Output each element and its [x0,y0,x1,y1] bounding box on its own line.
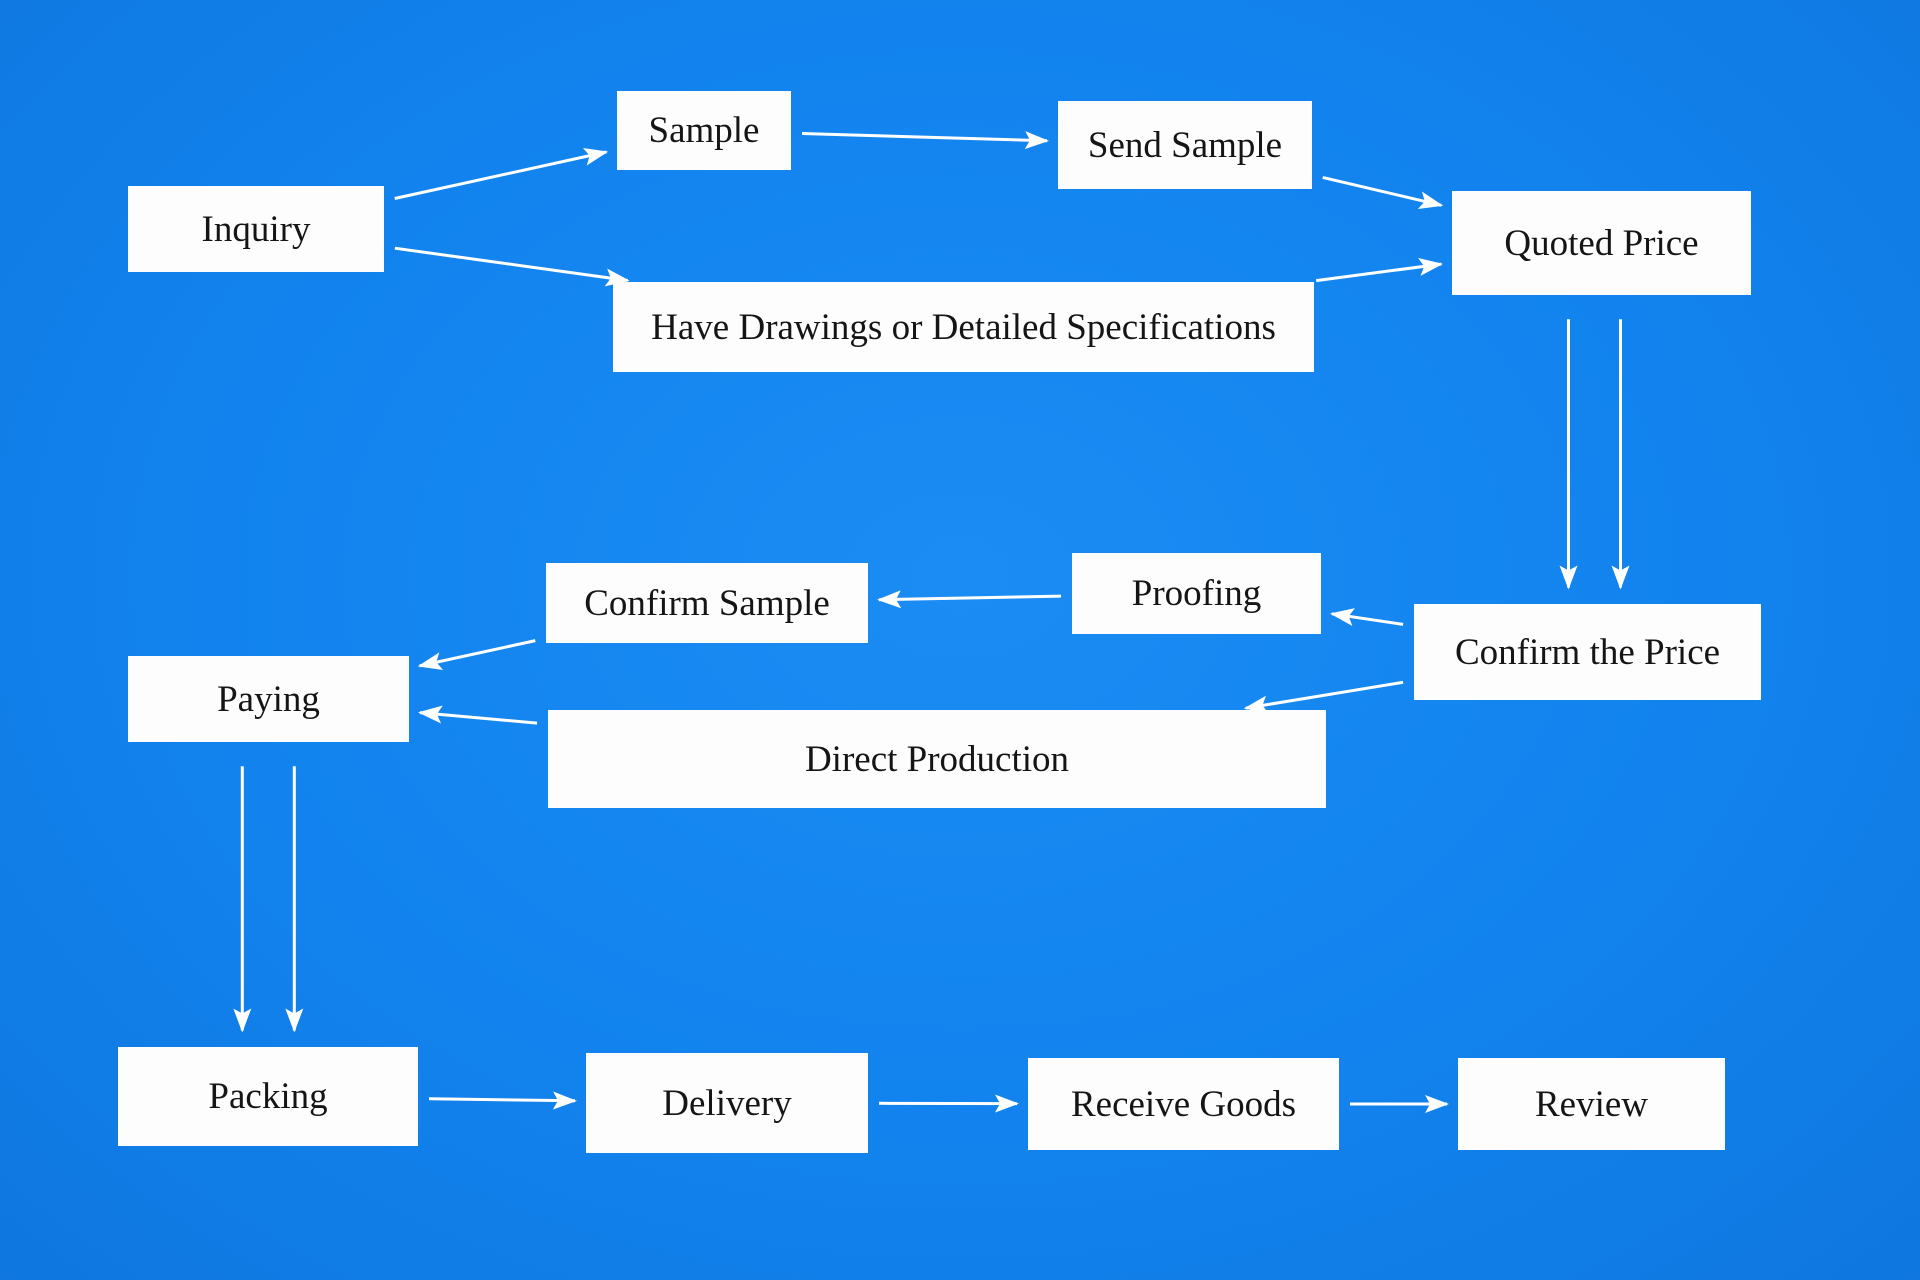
node-proofing-label: Proofing [1131,573,1262,614]
node-receive-goods: Receive Goods [1028,1058,1339,1150]
arrow-confirm-price-to-proofing [1329,608,1404,626]
node-packing: Packing [118,1047,418,1146]
node-quoted-price: Quoted Price [1452,191,1751,295]
node-confirm-sample-label: Confirm Sample [584,582,830,624]
arrow-direct-production-to-paying [418,705,538,725]
node-confirm-price: Confirm the Price [1414,604,1761,700]
node-direct-production-label: Direct Production [804,738,1070,780]
node-send-sample-label: Send Sample [1087,124,1283,166]
node-quoted-price-label: Quoted Price [1504,222,1699,264]
arrow-sample-to-send-sample [801,131,1049,150]
node-confirm-price-label: Confirm the Price [1454,631,1721,673]
node-send-sample: Send Sample [1058,101,1312,189]
node-drawings-label: Have Drawings or Detailed Specifications [651,306,1276,348]
arrow-proofing-to-confirm-sample [877,590,1062,609]
arrow-drawings-to-quoted-price [1316,258,1444,283]
node-sample-label: Sample [648,110,760,151]
node-sample: Sample [617,91,791,170]
node-paying: Paying [128,656,409,742]
node-paying-label: Paying [217,678,320,720]
node-proofing: Proofing [1072,553,1321,634]
node-drawings: Have Drawings or Detailed Specifications [613,282,1314,372]
node-confirm-sample: Confirm Sample [546,563,868,643]
arrow-confirm-sample-to-paying [417,639,536,670]
node-review: Review [1458,1058,1725,1150]
node-receive-goods-label: Receive Goods [1070,1083,1297,1125]
arrow-inquiry-to-drawings [394,246,630,287]
arrow-send-sample-to-quoted-price [1322,175,1444,210]
arrow-packing-to-delivery [428,1091,577,1110]
node-inquiry: Inquiry [128,186,384,272]
node-direct-production: Direct Production [548,710,1326,808]
node-review-label: Review [1534,1083,1649,1125]
node-delivery-label: Delivery [662,1082,792,1124]
arrow-confirm-price-to-direct-production [1243,680,1404,714]
arrow-inquiry-to-sample [394,147,609,200]
node-delivery: Delivery [586,1053,868,1153]
node-inquiry-label: Inquiry [201,208,311,250]
node-packing-label: Packing [208,1076,328,1117]
